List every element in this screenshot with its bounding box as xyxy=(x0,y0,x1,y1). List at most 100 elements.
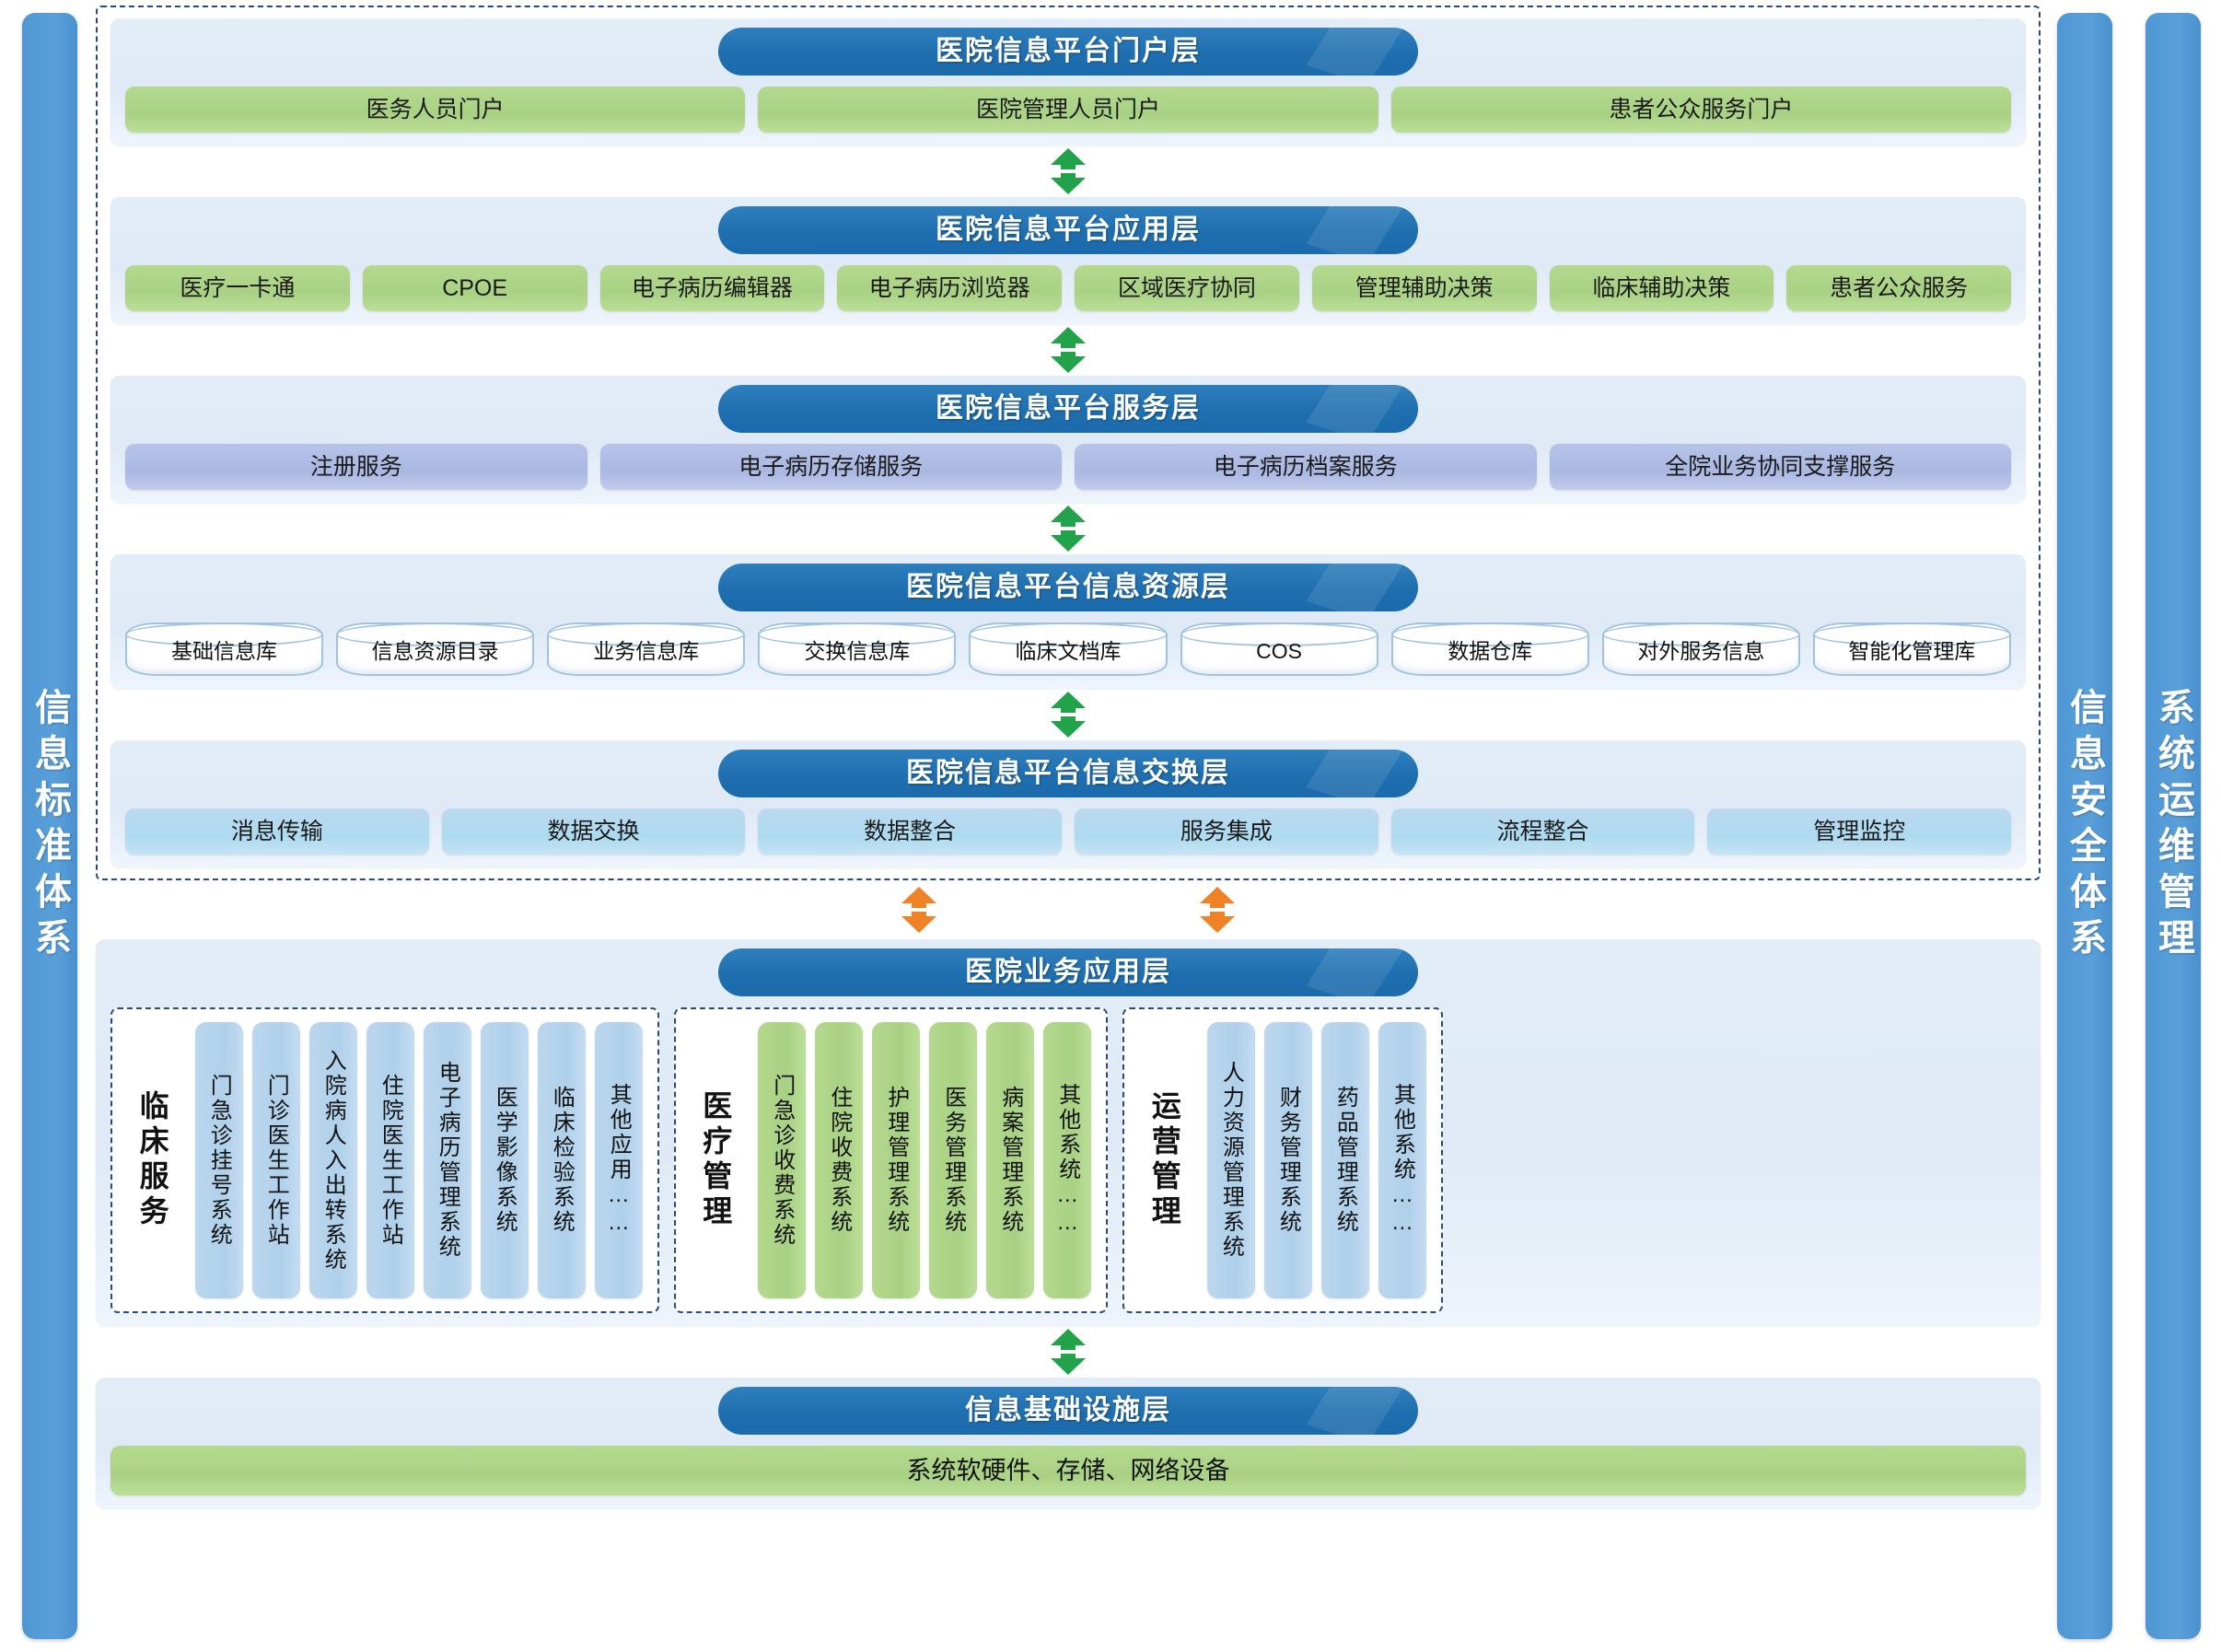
business-group-operations-management: 运营管理 人力资源管理系统 财务管理系统 药品管理系统 其他系统…… xyxy=(1122,1007,1443,1313)
layer-portal-items: 医务人员门户 医院管理人员门户 患者公众服务门户 xyxy=(125,87,2011,133)
database-cylinder-icon[interactable]: COS xyxy=(1180,622,1378,676)
resource-item-label: 业务信息库 xyxy=(593,639,700,663)
business-item[interactable]: 门急诊收费系统 xyxy=(758,1022,807,1298)
layer-resource: 医院信息平台信息资源层 基础信息库 信息资源目录 业务信息库 交换信息库 临床文… xyxy=(110,554,2026,689)
layer-infrastructure: 信息基础设施层 系统软硬件、存储、网络设备 xyxy=(96,1378,2041,1508)
rail-information-standard-system: 信息标准体系 xyxy=(22,13,77,1639)
layer-resource-title: 医院信息平台信息资源层 xyxy=(718,564,1418,611)
arrow-service-to-resource xyxy=(110,503,2026,554)
application-item[interactable]: 电子病历浏览器 xyxy=(837,265,1062,311)
resource-item-label: 智能化管理库 xyxy=(1848,639,1976,663)
service-item[interactable]: 全院业务协同支撑服务 xyxy=(1549,444,2011,490)
rail-right-label-ops: 系统运维管理 xyxy=(2153,688,2193,964)
business-item[interactable]: 门急诊挂号系统 xyxy=(194,1022,243,1298)
application-item[interactable]: 患者公众服务 xyxy=(1786,265,2011,311)
business-item[interactable]: 病案管理系统 xyxy=(986,1022,1035,1298)
application-item[interactable]: CPOE xyxy=(362,265,587,311)
business-item[interactable]: 医务管理系统 xyxy=(929,1022,978,1298)
business-item[interactable]: 住院收费系统 xyxy=(815,1022,864,1298)
exchange-item[interactable]: 消息传输 xyxy=(125,809,429,855)
resource-item-label: 交换信息库 xyxy=(804,639,911,663)
service-item[interactable]: 电子病历档案服务 xyxy=(1075,444,1537,490)
exchange-item[interactable]: 数据交换 xyxy=(441,809,746,855)
application-item[interactable]: 管理辅助决策 xyxy=(1311,265,1537,311)
double-arrow-vertical-green-icon xyxy=(1051,148,1086,194)
layer-exchange: 医院信息平台信息交换层 消息传输 数据交换 数据整合 服务集成 流程整合 管理监… xyxy=(110,740,2026,867)
portal-item[interactable]: 医务人员门户 xyxy=(125,87,746,133)
business-item[interactable]: 其他应用…… xyxy=(594,1022,643,1298)
double-arrow-vertical-orange-icon xyxy=(1199,887,1235,933)
business-groups: 临床服务 门急诊挂号系统 门诊医生工作站 入院病人入出转系统 住院医生工作站 电… xyxy=(110,1007,2026,1313)
service-item[interactable]: 注册服务 xyxy=(125,444,587,490)
business-item[interactable]: 医学影像系统 xyxy=(480,1022,529,1298)
business-group-clinical-services: 临床服务 门急诊挂号系统 门诊医生工作站 入院病人入出转系统 住院医生工作站 电… xyxy=(110,1007,659,1313)
database-cylinder-icon[interactable]: 数据仓库 xyxy=(1390,622,1589,676)
layer-exchange-title: 医院信息平台信息交换层 xyxy=(718,750,1418,797)
layer-portal-title: 医院信息平台门户层 xyxy=(718,28,1418,76)
resource-item-label: COS xyxy=(1256,639,1303,663)
exchange-item[interactable]: 数据整合 xyxy=(758,809,1063,855)
service-item[interactable]: 电子病历存储服务 xyxy=(599,444,1062,490)
business-item[interactable]: 护理管理系统 xyxy=(872,1022,921,1298)
database-cylinder-icon[interactable]: 对外服务信息 xyxy=(1601,622,1800,676)
center-column: 医院信息平台门户层 医务人员门户 医院管理人员门户 患者公众服务门户 医院信息平… xyxy=(96,6,2041,1646)
business-group-items: 门急诊挂号系统 门诊医生工作站 入院病人入出转系统 住院医生工作站 电子病历管理… xyxy=(194,1022,643,1298)
business-group-title: 医疗管理 xyxy=(699,1090,733,1230)
database-cylinder-icon[interactable]: 交换信息库 xyxy=(758,622,957,676)
arrow-platform-to-business xyxy=(96,880,2041,939)
arrow-portal-to-application xyxy=(110,145,2026,197)
double-arrow-vertical-green-icon xyxy=(1051,327,1086,373)
database-cylinder-icon[interactable]: 信息资源目录 xyxy=(336,622,535,676)
resource-item-label: 基础信息库 xyxy=(171,639,278,663)
layer-service-title: 医院信息平台服务层 xyxy=(718,385,1418,433)
infrastructure-item[interactable]: 系统软硬件、存储、网络设备 xyxy=(110,1446,2026,1495)
resource-item-label: 信息资源目录 xyxy=(371,639,499,663)
application-item[interactable]: 临床辅助决策 xyxy=(1549,265,1774,311)
rail-right-label-security: 信息安全体系 xyxy=(2064,688,2105,964)
business-item[interactable]: 药品管理系统 xyxy=(1320,1022,1369,1298)
business-item[interactable]: 入院病人入出转系统 xyxy=(308,1022,357,1298)
layer-business-title: 医院业务应用层 xyxy=(718,948,1418,996)
layer-service: 医院信息平台服务层 注册服务 电子病历存储服务 电子病历档案服务 全院业务协同支… xyxy=(110,376,2026,503)
layer-infrastructure-title: 信息基础设施层 xyxy=(718,1387,1418,1435)
resource-item-label: 临床文档库 xyxy=(1015,639,1122,663)
layer-application: 医院信息平台应用层 医疗一卡通 CPOE 电子病历编辑器 电子病历浏览器 区域医… xyxy=(110,197,2026,324)
arrow-application-to-service xyxy=(110,324,2026,376)
database-cylinder-icon[interactable]: 基础信息库 xyxy=(125,622,324,676)
exchange-item[interactable]: 流程整合 xyxy=(1390,809,1695,855)
exchange-item[interactable]: 管理监控 xyxy=(1707,809,2012,855)
business-group-items: 门急诊收费系统 住院收费系统 护理管理系统 医务管理系统 病案管理系统 其他系统… xyxy=(758,1022,1092,1298)
portal-item[interactable]: 医院管理人员门户 xyxy=(758,87,1378,133)
portal-item[interactable]: 患者公众服务门户 xyxy=(1390,87,2011,133)
resource-item-label: 对外服务信息 xyxy=(1637,639,1765,663)
business-group-items: 人力资源管理系统 财务管理系统 药品管理系统 其他系统…… xyxy=(1206,1022,1426,1298)
double-arrow-vertical-orange-icon xyxy=(901,887,937,933)
business-item[interactable]: 临床检验系统 xyxy=(537,1022,586,1298)
double-arrow-vertical-green-icon xyxy=(1051,506,1086,552)
rail-information-security-system: 信息安全体系 xyxy=(2057,13,2112,1639)
platform-container: 医院信息平台门户层 医务人员门户 医院管理人员门户 患者公众服务门户 医院信息平… xyxy=(96,6,2041,880)
business-item[interactable]: 门诊医生工作站 xyxy=(251,1022,300,1298)
database-cylinder-icon[interactable]: 临床文档库 xyxy=(969,622,1168,676)
business-item[interactable]: 其他系统…… xyxy=(1043,1022,1092,1298)
application-item[interactable]: 区域医疗协同 xyxy=(1075,265,1299,311)
business-item[interactable]: 住院医生工作站 xyxy=(366,1022,414,1298)
business-item[interactable]: 财务管理系统 xyxy=(1263,1022,1312,1298)
arrow-resource-to-exchange xyxy=(110,689,2026,740)
database-cylinder-icon[interactable]: 业务信息库 xyxy=(547,622,746,676)
business-item[interactable]: 其他系统…… xyxy=(1378,1022,1426,1298)
rail-system-operation-maintenance: 系统运维管理 xyxy=(2145,13,2201,1639)
application-item[interactable]: 医疗一卡通 xyxy=(125,265,350,311)
database-cylinder-icon[interactable]: 智能化管理库 xyxy=(1812,622,2012,676)
rail-left-label: 信息标准体系 xyxy=(29,688,70,964)
business-group-title: 运营管理 xyxy=(1147,1090,1181,1230)
layer-business-application: 医院业务应用层 临床服务 门急诊挂号系统 门诊医生工作站 入院病人入出转系统 住… xyxy=(96,939,2041,1326)
layer-resource-items: 基础信息库 信息资源目录 业务信息库 交换信息库 临床文档库 COS 数据仓库 … xyxy=(125,622,2012,676)
business-item[interactable]: 人力资源管理系统 xyxy=(1206,1022,1255,1298)
double-arrow-vertical-green-icon xyxy=(1051,1329,1086,1375)
application-item[interactable]: 电子病历编辑器 xyxy=(599,265,825,311)
business-item[interactable]: 电子病历管理系统 xyxy=(423,1022,471,1298)
layer-application-title: 医院信息平台应用层 xyxy=(718,206,1418,254)
layer-service-items: 注册服务 电子病历存储服务 电子病历档案服务 全院业务协同支撑服务 xyxy=(125,444,2011,490)
exchange-item[interactable]: 服务集成 xyxy=(1075,809,1378,855)
